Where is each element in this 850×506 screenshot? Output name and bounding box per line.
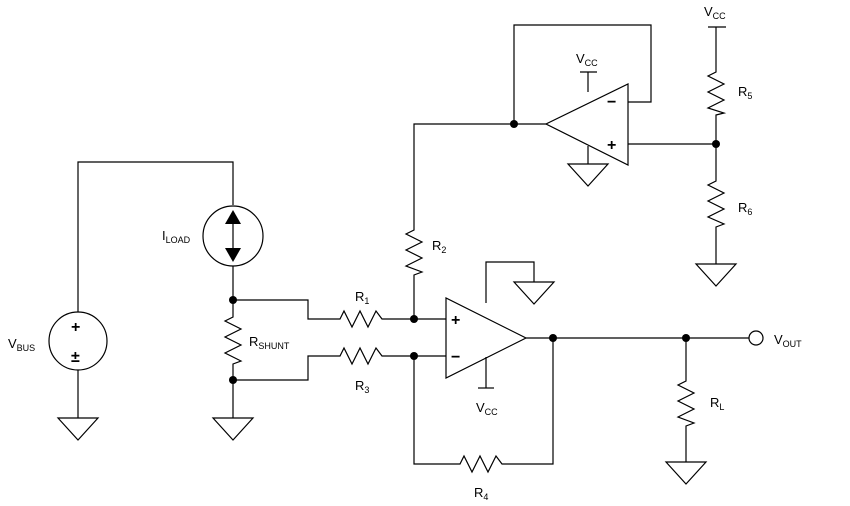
iload-source [202, 205, 264, 267]
vbus-plus-sign: + [71, 319, 80, 336]
r6-label: R6 [738, 200, 752, 217]
ground-symbol [512, 281, 556, 305]
main-opamp-noninverting-sign: + [451, 312, 460, 329]
ground-symbol [56, 417, 100, 441]
main-opamp-inverting-sign: − [451, 349, 460, 366]
r5-resistor [706, 68, 727, 118]
ground-symbol [211, 417, 255, 441]
vcc-buffer-label: VCC [576, 51, 598, 68]
vcc-amp-label: VCC [476, 400, 498, 417]
r5-label: R5 [738, 84, 752, 101]
ground-symbol [694, 263, 738, 287]
iload-label: ILOAD [162, 228, 191, 245]
r2-resistor [404, 226, 424, 278]
rl-resistor [676, 377, 696, 428]
rshunt-label: RSHUNT [249, 334, 290, 351]
r2-label: R2 [432, 238, 446, 255]
rl-label: RL [710, 395, 724, 412]
r4-label: R4 [474, 485, 488, 502]
r3-label: R3 [355, 378, 369, 395]
junction-dots [229, 120, 720, 384]
buffer-opamp-noninverting-sign: + [607, 137, 616, 154]
r3-resistor [336, 346, 386, 366]
vcc-top-label: VCC [704, 4, 726, 21]
vout-terminal [748, 330, 764, 346]
vout-label: VOUT [774, 332, 802, 349]
vbus-source [48, 311, 108, 371]
r1-label: R1 [355, 289, 369, 306]
r1-resistor [336, 309, 386, 329]
buffer-opamp [544, 83, 629, 166]
r6-resistor [706, 177, 726, 230]
ground-symbol [664, 461, 708, 485]
vbus-label: VBUS [8, 336, 35, 353]
wires [77, 24, 749, 465]
ground-symbol [566, 163, 610, 187]
vbus-plus-minus-sign: ± [71, 349, 80, 366]
buffer-opamp-inverting-sign: − [607, 94, 616, 111]
main-opamp [445, 297, 528, 379]
r4-resistor [456, 454, 506, 474]
rshunt-resistor [223, 313, 243, 368]
